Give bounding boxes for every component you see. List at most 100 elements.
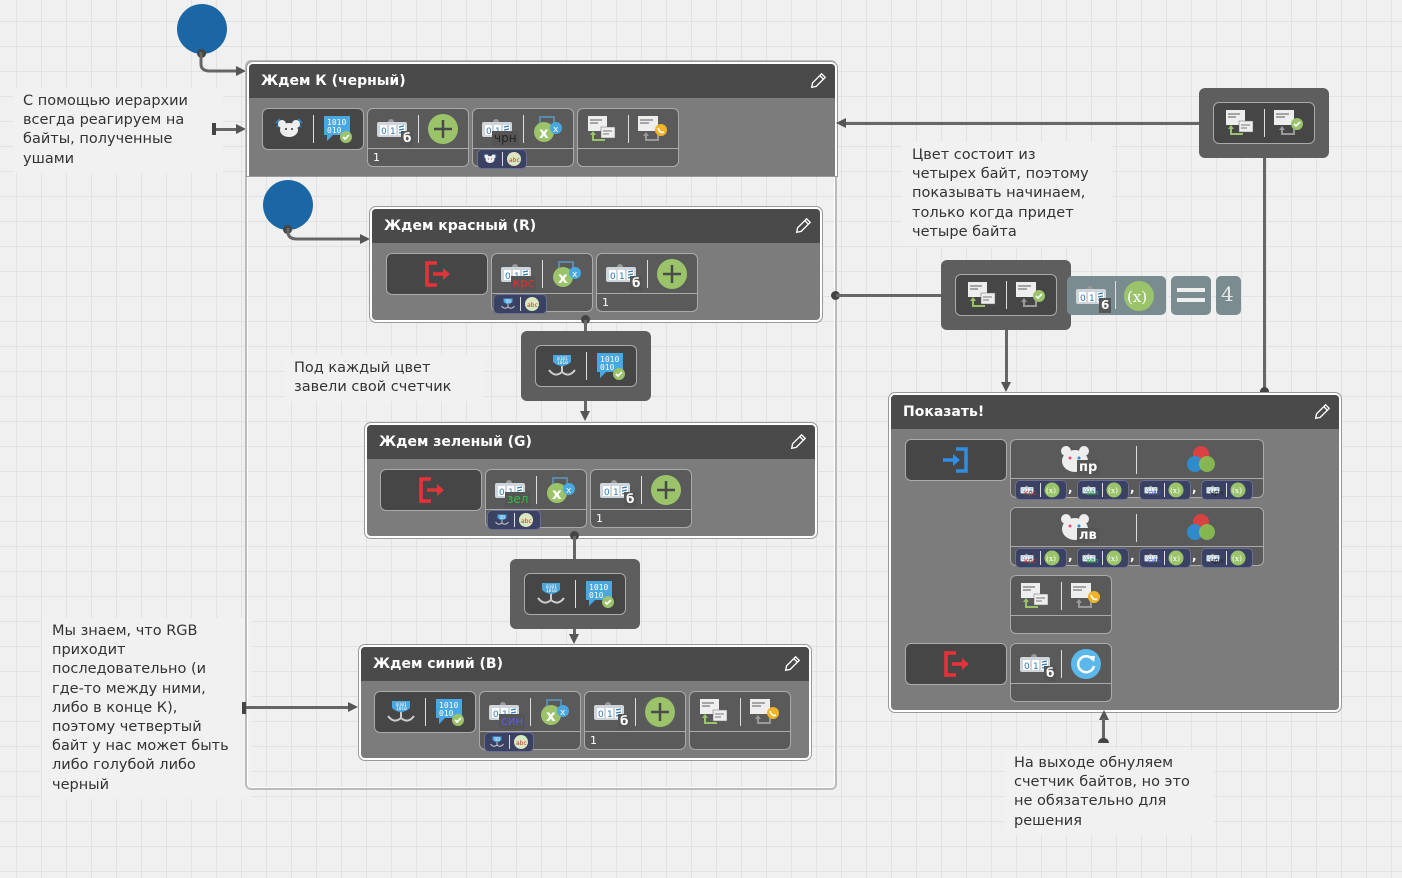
action-block-assign[interactable]: крс [491,253,593,314]
condition-counter-var[interactable]: 6 [1067,276,1166,315]
action-block-counter-increment[interactable]: б 1 [590,469,692,528]
action-block-counter-increment[interactable]: б 1 [367,108,469,167]
connector-stub [212,123,216,135]
action-block-counter-increment[interactable]: б 1 [584,691,686,750]
pencil-icon[interactable] [1313,403,1331,421]
state-header[interactable]: Ждем зеленый (G) [367,425,815,459]
assign-source[interactable] [477,149,527,169]
condition-operator[interactable]: = [1171,276,1211,315]
exit-block[interactable] [386,253,488,295]
assign-icon [531,113,563,145]
arrow-right-icon [360,234,370,244]
connector-dot[interactable] [1260,387,1269,396]
call-state-icon [636,113,668,145]
arrow-down-icon [580,411,590,421]
action-block-counter-reset[interactable]: б [1010,643,1112,702]
start-node-top[interactable] [177,4,227,54]
transition-icons[interactable] [1213,102,1315,144]
arg-red[interactable]: крс [1015,480,1067,500]
state-header[interactable]: Ждем красный (R) [372,209,820,243]
action-block-state-switch[interactable] [1010,575,1112,634]
event-block-mouth-bytes[interactable] [374,691,476,733]
note-hierarchy: С помощью иерархии всегда реагируем на б… [13,88,223,173]
enter-block[interactable] [905,439,1007,481]
event-block-ears-bytes[interactable] [262,108,364,150]
arg-green[interactable]: зел [1077,548,1129,568]
arrow-down-icon [569,634,579,644]
start-node-inner[interactable] [263,180,313,230]
text-icon [513,734,529,750]
exit-icon [421,258,453,290]
arrow-down-icon [1001,382,1011,392]
counter-value[interactable]: 1 [597,293,697,311]
action-block-assign[interactable]: син [479,691,581,752]
action-block-eye-color-left[interactable]: лв крс , зел , син , чрн [1010,507,1264,568]
transition-block-mouth[interactable] [521,331,651,401]
call-state-icon [1069,580,1101,612]
ears-icon [273,113,305,145]
counter-badge: б [618,714,631,729]
state-header[interactable]: Показать! [891,395,1339,429]
state-title: Показать! [903,404,985,420]
mouth-icon [489,734,505,750]
transition-block-mouth[interactable] [510,559,640,629]
switch-state-icon [1224,107,1256,139]
connector-line [1005,330,1008,382]
note-reset: На выходе обнуляем счетчик байтов, но эт… [1004,750,1214,835]
assign-source[interactable] [487,510,541,530]
arg-black[interactable]: чрн [1201,548,1253,568]
transition-icons[interactable] [524,573,626,615]
transition-icons[interactable] [955,274,1057,316]
pencil-icon[interactable] [783,655,801,673]
connector-dot[interactable] [581,315,590,324]
variable-icon [1106,482,1122,498]
arg-blue[interactable]: син [1139,548,1191,568]
plus-icon [650,474,682,506]
action-block-assign[interactable]: зел [485,469,587,530]
state-header[interactable]: Ждем К (черный) [249,64,835,98]
connector-dot[interactable] [570,531,579,540]
state-title: Ждем К (черный) [261,73,406,89]
variable-icon [1044,482,1060,498]
text-icon [518,512,534,528]
arg-black[interactable]: чрн [1201,480,1253,500]
pencil-icon[interactable] [794,217,812,235]
state-wait-black[interactable]: Ждем К (черный) б 1 чрн [247,62,837,176]
connector-dot[interactable] [831,291,840,300]
counter-value[interactable]: 1 [585,731,685,749]
state-wait-blue[interactable]: Ждем синий (B) син б 1 [359,645,811,760]
arg-red[interactable]: крс [1015,548,1067,568]
condition-value[interactable]: 4 [1216,276,1241,315]
transition-block-top-right[interactable] [1199,88,1329,158]
reset-icon [1070,648,1102,680]
action-block-counter-increment[interactable]: б 1 [596,253,698,312]
text-icon [524,296,540,312]
counter-value[interactable]: 1 [368,148,468,166]
action-block-assign[interactable]: чрн [472,108,574,169]
arg-green[interactable]: зел [1077,480,1129,500]
action-block-state-switch[interactable] [577,108,679,167]
action-block-eye-color-right[interactable]: пр крс , зел , син , чрн [1010,439,1264,500]
state-wait-red[interactable]: Ждем красный (R) крс б 1 [370,207,822,322]
pencil-icon[interactable] [809,72,827,90]
state-wait-green[interactable]: Ждем зеленый (G) зел б 1 [365,423,817,538]
assign-icon [550,258,582,290]
note-rgb-order: Мы знаем, что RGB приходит последователь… [42,618,252,799]
assign-source[interactable] [493,294,547,314]
ears-icon [482,151,498,167]
exit-block[interactable] [380,469,482,511]
transition-icons[interactable] [535,345,637,387]
pencil-icon[interactable] [789,433,807,451]
counter-value[interactable]: 1 [591,509,691,527]
state-header[interactable]: Ждем синий (B) [361,647,809,681]
variable-icon [1168,482,1184,498]
state-show[interactable]: Показать! пр крс , зел , син , чрн лв кр… [889,393,1341,712]
assign-source[interactable] [484,732,534,752]
text-icon [506,151,522,167]
connector-line [1263,158,1266,390]
exit-block[interactable] [905,643,1007,685]
arg-blue[interactable]: син [1139,480,1191,500]
action-block-state-switch[interactable] [689,691,791,750]
transition-block-condition[interactable] [941,260,1071,330]
connector-line [213,128,238,131]
